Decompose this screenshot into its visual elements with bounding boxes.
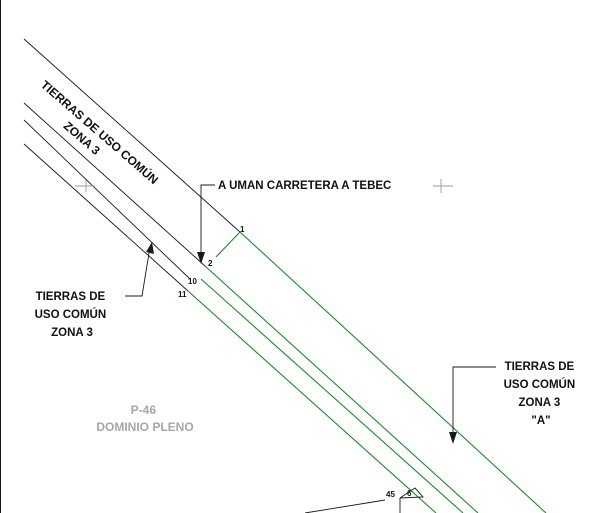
green-boundary-2 — [204, 265, 479, 513]
road-boundary-upper — [23, 38, 241, 233]
vertex-6: 6 — [407, 489, 412, 498]
road-label: A UMAN CARRETERA A TEBEC — [218, 180, 391, 192]
left-label-line2: USO COMÚN — [35, 308, 107, 321]
tick-marks — [75, 179, 453, 193]
green-boundary-4 — [187, 290, 437, 513]
right-label-line2: USO COMÚN — [504, 378, 576, 391]
left-label-block: TIERRAS DE USO COMÚN ZONA 3 — [35, 291, 110, 339]
green-connector-1-2 — [215, 231, 241, 258]
parcel-type: DOMINIO PLENO — [96, 420, 193, 434]
right-label-leader — [452, 366, 496, 440]
road-label-arrowhead — [197, 252, 205, 264]
road-boundary-lower — [23, 102, 206, 267]
vertex-2: 2 — [208, 259, 213, 268]
boundary-line-3 — [23, 119, 191, 280]
parcel-code: P-46 — [131, 403, 157, 417]
left-label-line1: TIERRAS DE — [36, 291, 106, 303]
right-label-line4: "A" — [531, 415, 550, 427]
rotated-title: TIERRAS DE USO COMÚN ZONA 3 — [38, 77, 162, 187]
left-label-leader — [125, 246, 151, 297]
left-label-arrowhead — [146, 242, 154, 254]
boundary-line-4 — [23, 143, 189, 292]
green-boundary-1 — [239, 231, 547, 513]
bottom-triangle — [399, 487, 424, 499]
parcel-label: P-46 DOMINIO PLENO — [96, 403, 193, 434]
vertex-45: 45 — [386, 490, 395, 499]
bottom-leader-line — [304, 499, 386, 513]
right-label-line1: TIERRAS DE — [505, 361, 575, 373]
right-label-line3: ZONA 3 — [519, 397, 561, 409]
vertex-11: 11 — [178, 290, 187, 299]
right-label-arrowhead — [449, 432, 457, 444]
left-label-line3: ZONA 3 — [51, 327, 93, 339]
vertex-1: 1 — [240, 225, 245, 234]
green-boundary-3 — [200, 278, 464, 513]
road-label-leader — [200, 184, 215, 262]
vertex-10: 10 — [188, 277, 197, 286]
right-label-block: TIERRAS DE USO COMÚN ZONA 3 "A" — [504, 361, 579, 427]
